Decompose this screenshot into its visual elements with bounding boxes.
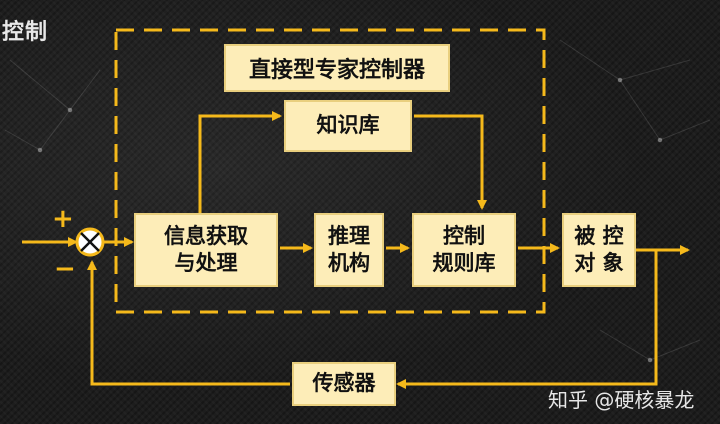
watermark: 知乎 @硬核暴龙 xyxy=(548,388,695,412)
plant-line-1: 被 控 xyxy=(574,223,624,248)
info-processing-line-1: 信息获取 xyxy=(164,223,248,248)
knowledge-base-label: 知识库 xyxy=(316,113,380,138)
inference-line-2: 机构 xyxy=(328,251,370,275)
corner-label: 控制 xyxy=(2,20,49,45)
summing-junction xyxy=(75,227,105,257)
control-rules-line-2: 规则库 xyxy=(432,251,496,275)
output-to-sensor-arrow xyxy=(396,250,658,389)
background-network xyxy=(4,39,711,363)
control-rules-block: 控制 规则库 xyxy=(412,213,516,287)
knowledge-to-rules-arrow xyxy=(414,114,487,210)
sensor-label: 传感器 xyxy=(312,371,376,396)
plant-line-2: 对 象 xyxy=(574,251,624,275)
info-processing-block: 信息获取 与处理 xyxy=(134,213,278,287)
plant-block: 被 控 对 象 xyxy=(562,213,636,287)
sensor-to-junction-arrow xyxy=(87,260,290,386)
inference-line-1: 推理 xyxy=(328,223,370,248)
minus-sign: − xyxy=(54,254,76,284)
control-rules-line-1: 控制 xyxy=(443,223,485,248)
plus-sign: + xyxy=(52,204,74,234)
sensor-block: 传感器 xyxy=(292,362,396,406)
info-processing-line-2: 与处理 xyxy=(174,251,238,275)
info-to-knowledge-arrow xyxy=(198,111,282,215)
controller-title: 直接型专家控制器 xyxy=(224,44,450,92)
inference-block: 推理 机构 xyxy=(314,213,384,287)
controller-boundary xyxy=(114,28,546,314)
knowledge-base-block: 知识库 xyxy=(284,100,412,152)
